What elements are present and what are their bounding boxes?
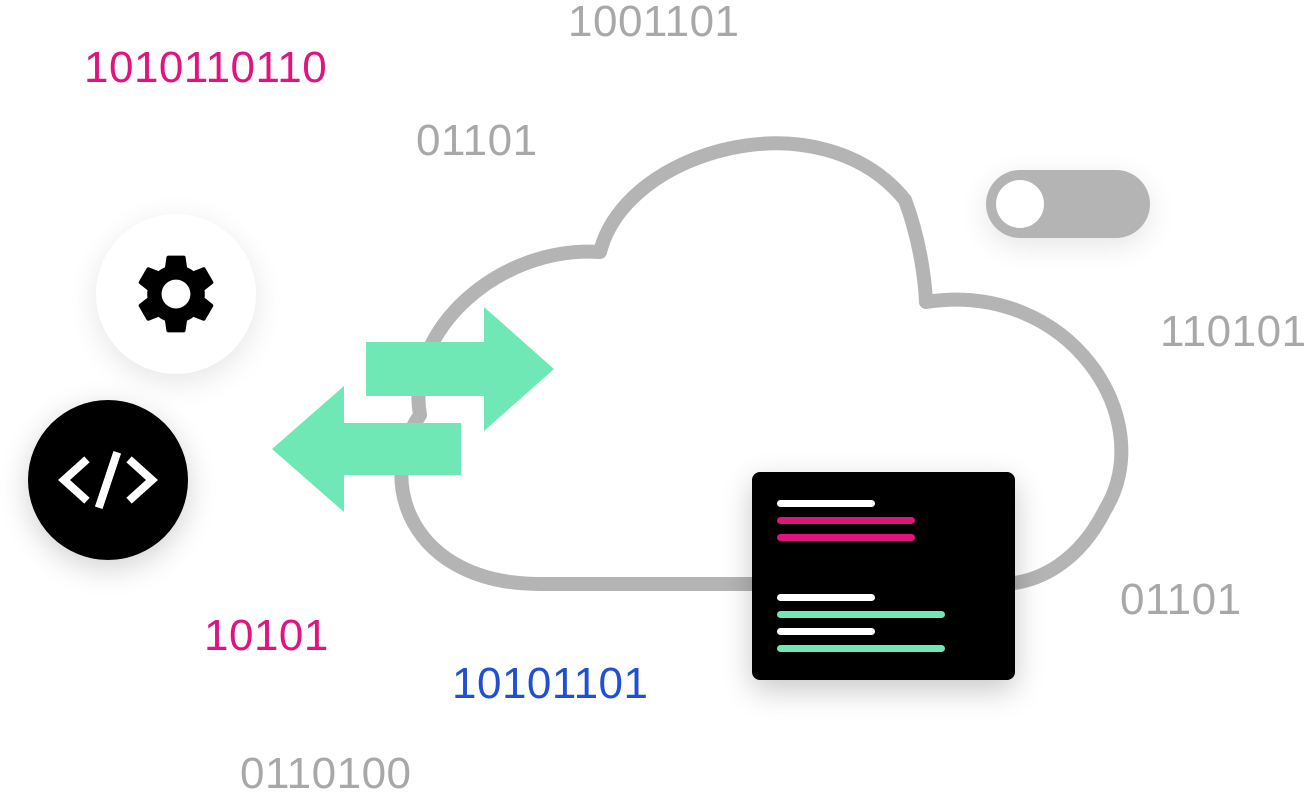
code-line bbox=[777, 500, 875, 507]
binary-label: 1010110110 bbox=[84, 43, 328, 92]
gear-icon bbox=[138, 255, 214, 333]
binary-label: 01101 bbox=[416, 116, 538, 165]
binary-label: 10101101 bbox=[452, 659, 649, 708]
code-brackets-icon bbox=[58, 450, 158, 510]
code-line bbox=[777, 628, 875, 635]
arrow-left-icon bbox=[272, 386, 461, 512]
binary-label: 0110100 bbox=[240, 749, 412, 798]
code-line bbox=[777, 594, 875, 601]
code-line bbox=[777, 534, 915, 541]
code-line bbox=[777, 645, 945, 652]
binary-label: 01101 bbox=[1120, 575, 1242, 624]
binary-label: 10101 bbox=[204, 611, 329, 660]
terminal-window bbox=[752, 472, 1015, 680]
code-button[interactable] bbox=[28, 400, 188, 560]
code-line bbox=[777, 517, 915, 524]
settings-button[interactable] bbox=[96, 214, 256, 374]
toggle-knob bbox=[996, 180, 1044, 228]
arrow-right-icon bbox=[366, 307, 554, 431]
binary-label: 1001101 bbox=[568, 0, 740, 46]
toggle-switch[interactable] bbox=[986, 170, 1150, 238]
binary-label: 110101 bbox=[1160, 307, 1306, 356]
code-line bbox=[777, 611, 945, 618]
